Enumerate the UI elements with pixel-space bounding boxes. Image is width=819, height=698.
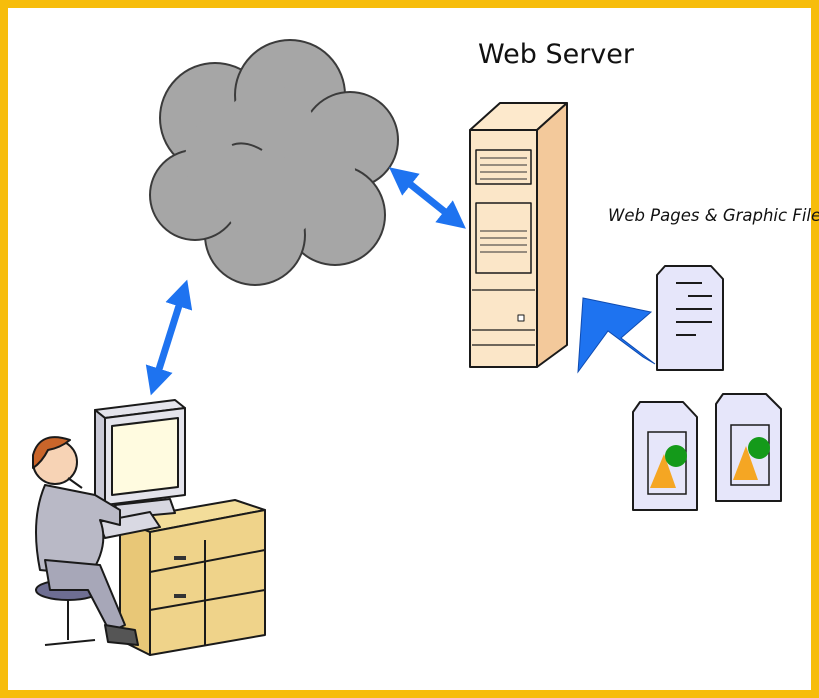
cloud-server-arrow — [389, 167, 466, 229]
client-cloud-arrow — [145, 279, 193, 396]
user-at-computer-icon — [32, 399, 266, 656]
graphic-file-icon — [715, 393, 782, 502]
graphic-file-icon — [632, 401, 698, 511]
upload-arrow — [577, 297, 656, 374]
web-page-icon — [656, 265, 724, 371]
internet-cloud-icon — [149, 39, 399, 286]
web-server-label: Web Server — [478, 39, 635, 70]
web-files-label: Web Pages & Graphic Files — [608, 206, 819, 225]
web-server-icon — [469, 102, 568, 368]
